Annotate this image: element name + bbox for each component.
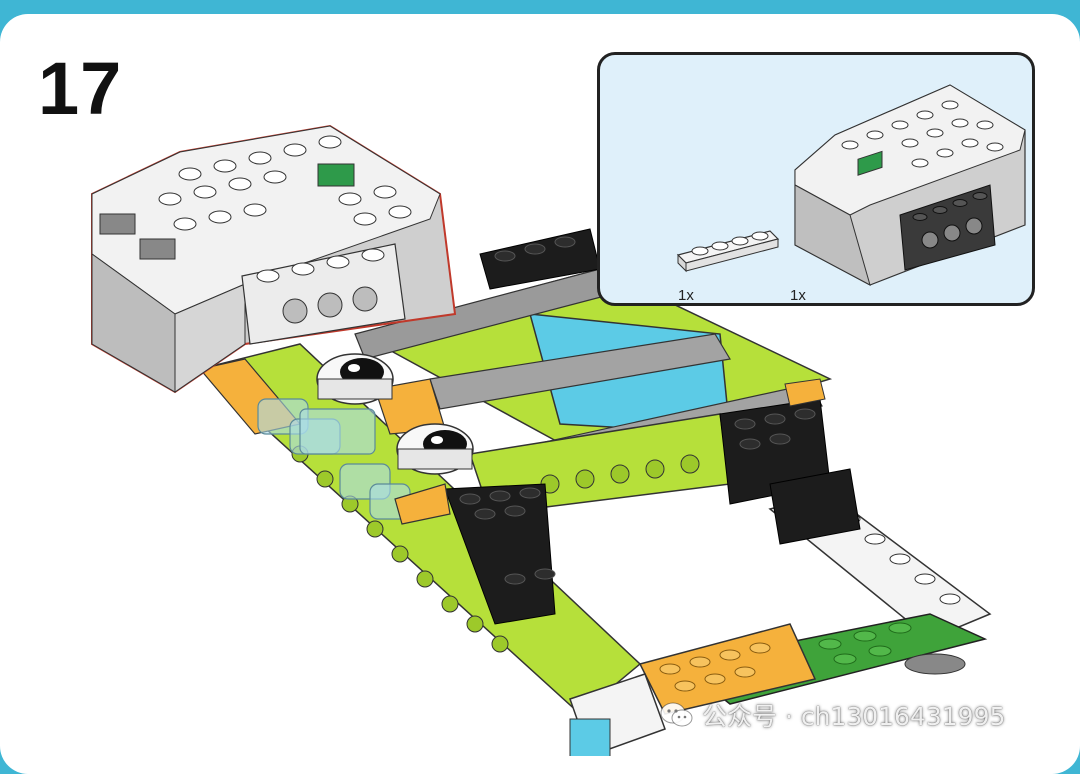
build-illustration: [91, 124, 992, 756]
part-quantity-plate: 1x: [678, 287, 694, 304]
hub-led: [317, 163, 355, 187]
parts-list-panel: 1x 1x: [597, 52, 1035, 306]
orange-peg-right: [784, 378, 826, 407]
watermark: 公众号 · ch13016431995: [660, 697, 1005, 733]
smart-hub-model: [91, 124, 457, 394]
wechat-icon: [660, 701, 694, 729]
azure-tile-bottom: [569, 718, 611, 756]
parts-illustration: [676, 84, 1026, 286]
watermark-text: 公众号 · ch13016431995: [702, 702, 1006, 731]
step-number: 17: [38, 47, 123, 130]
orange-plate: [638, 623, 817, 715]
white-plate-1x4-part: [676, 230, 780, 273]
orange-connector-low: [394, 483, 451, 525]
hub-part-led: [857, 150, 883, 176]
hub-port-2: [139, 238, 176, 260]
black-brick-right-2: [769, 468, 861, 545]
smart-hub-part: [794, 84, 1026, 286]
instruction-page: 17: [0, 14, 1080, 774]
white-brick-on-hub: [241, 243, 406, 345]
eye-piece-upper: [316, 353, 394, 405]
part-quantity-hub: 1x: [790, 287, 806, 304]
hub-port-1: [99, 213, 136, 235]
gray-wheel-hub: [904, 653, 966, 675]
gray-beam-2: [429, 333, 731, 410]
eye-piece-lower: [396, 423, 474, 475]
lime-beam-holes: [291, 445, 509, 653]
black-brick-left: [444, 483, 556, 625]
